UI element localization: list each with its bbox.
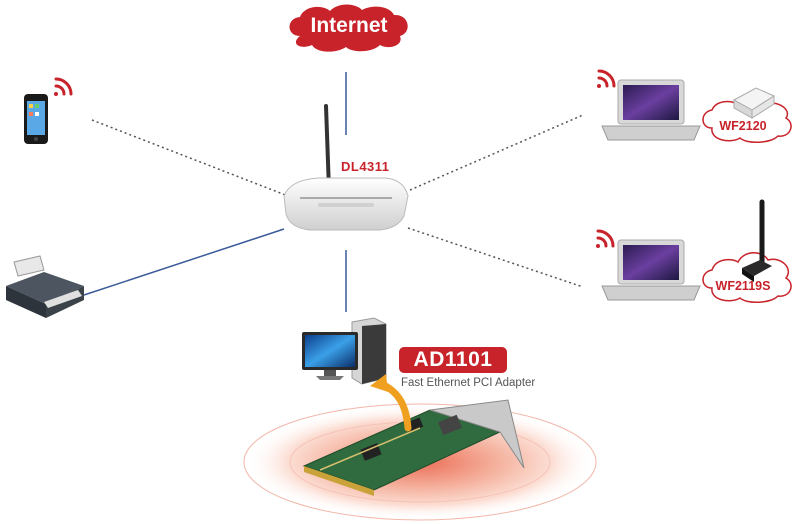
phone-wireless-link xyxy=(91,119,289,197)
internet-label: Internet xyxy=(310,14,388,37)
pci-model-label: AD1101 xyxy=(413,348,493,371)
usb-wifi-adapter-icon xyxy=(732,87,776,119)
smartphone-icon xyxy=(24,94,48,144)
wireless-router-icon xyxy=(283,104,409,231)
wf2119s-label: WF2119S xyxy=(715,279,771,293)
printer-icon xyxy=(6,255,84,318)
laptop-top-wireless-link xyxy=(409,114,584,191)
wifi-signal-icon xyxy=(596,229,615,248)
router-model-label: DL4311 xyxy=(341,159,390,174)
pci-model-badge xyxy=(399,347,507,373)
adapter-cloud-icon xyxy=(702,252,792,303)
usb-antenna-adapter-icon xyxy=(742,199,772,282)
adapter-cloud-icon xyxy=(702,95,792,143)
pci-network-card-icon xyxy=(302,399,525,496)
wf2120-label: WF2120 xyxy=(719,119,767,133)
pci-description-label: Fast Ethernet PCI Adapter xyxy=(401,377,536,389)
curved-arrow-icon xyxy=(370,374,412,432)
wifi-signal-icon xyxy=(54,77,73,96)
laptop-icon xyxy=(601,79,701,141)
laptop-bottom-wireless-link xyxy=(407,227,584,288)
connection-lines xyxy=(83,72,584,312)
wifi-signal-icon xyxy=(597,69,616,88)
printer-link xyxy=(83,228,285,296)
desktop-computer-icon xyxy=(302,317,387,385)
internet-cloud-icon xyxy=(289,4,408,52)
laptop-icon xyxy=(601,239,701,301)
